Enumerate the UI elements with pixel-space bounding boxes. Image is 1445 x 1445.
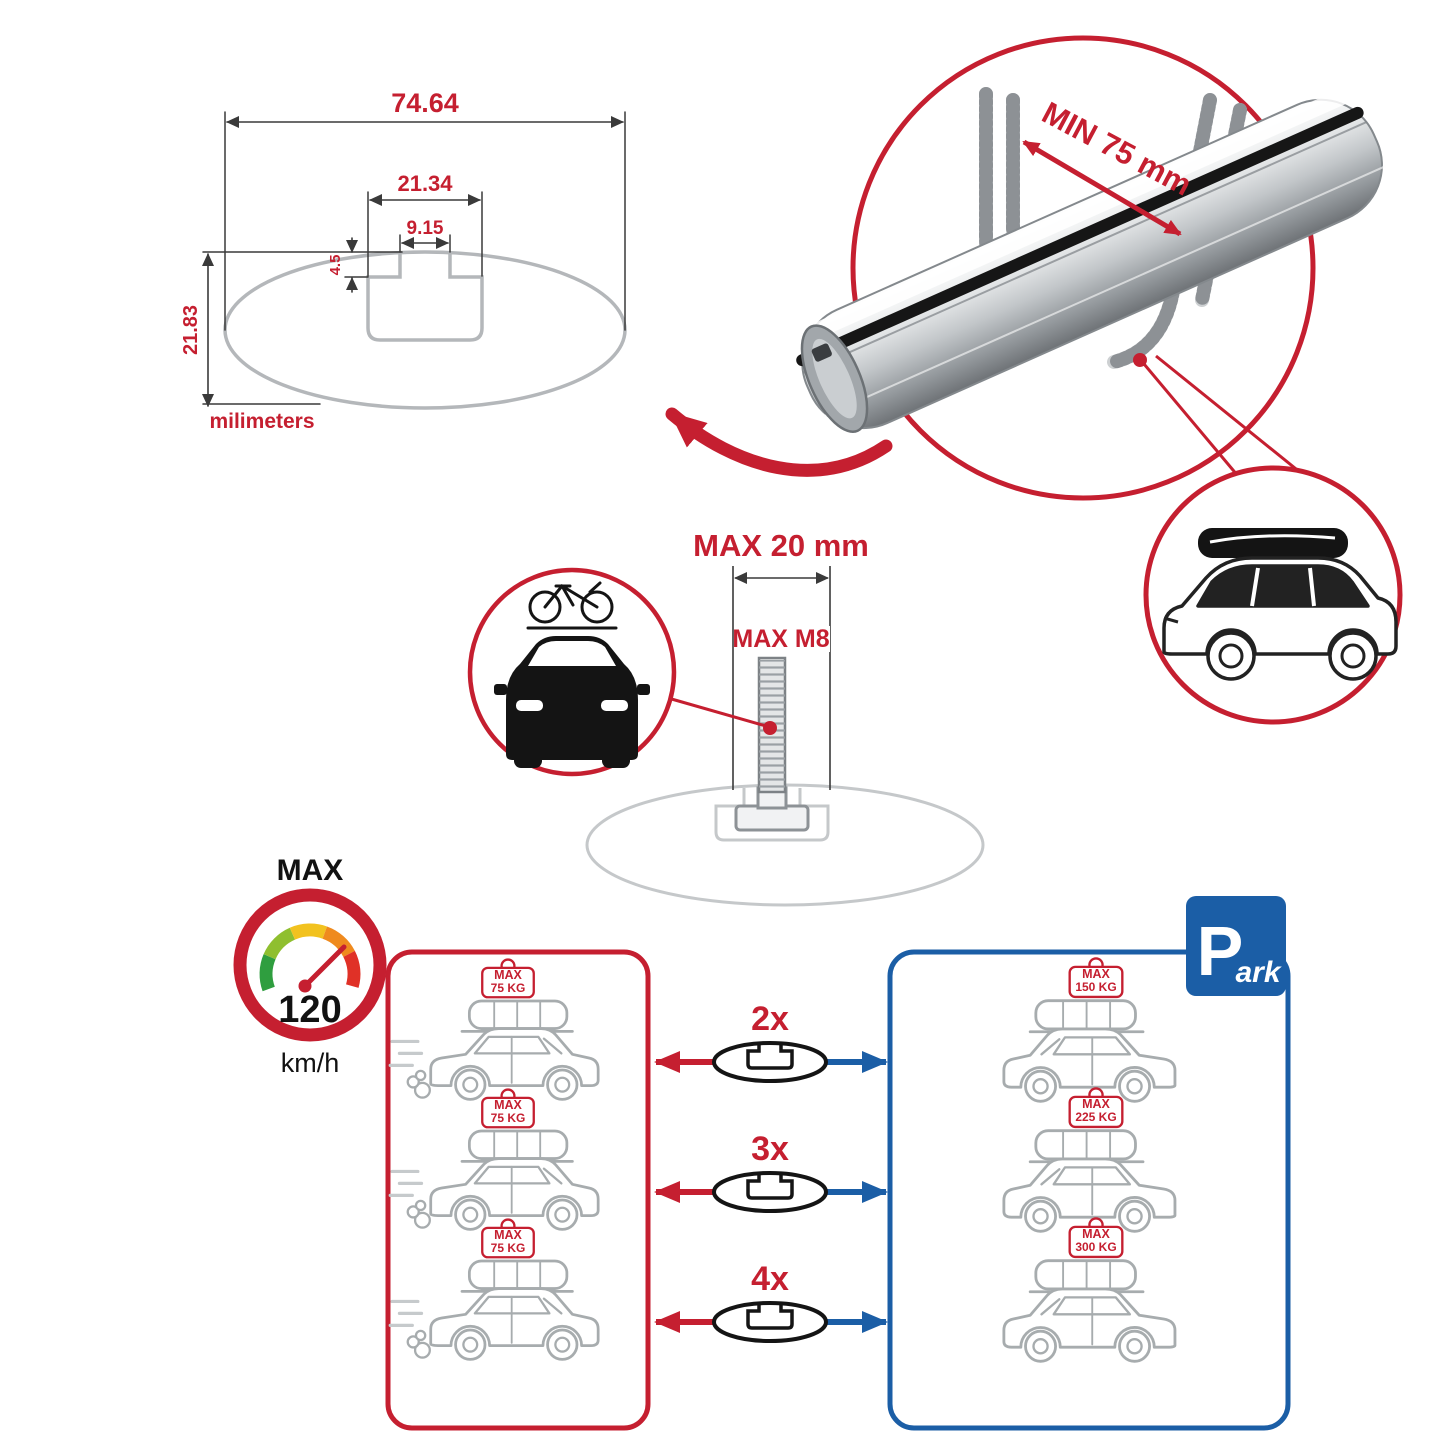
quantity-arrows: 2x 3x 4x — [654, 1000, 888, 1343]
tag-load: 150 KG — [1075, 980, 1116, 994]
bicycle-icon — [526, 581, 618, 630]
extension-lines — [202, 111, 626, 405]
tag-load: 75 KG — [491, 1111, 526, 1125]
bolt-detail-diagram: MAX 20 mm MAX M8 — [467, 528, 985, 907]
driving-car-row-2: MAX 75 KG — [388, 1088, 600, 1231]
bolt-point-dot — [763, 721, 777, 735]
parked-car-row-1: MAX 150 KG — [1002, 957, 1177, 1103]
tag-title: MAX — [494, 968, 522, 982]
tag-title: MAX — [1082, 1227, 1110, 1241]
dim-slot-outer-width: 21.34 — [397, 171, 453, 196]
multiplier-label: 3x — [751, 1130, 789, 1168]
park-sign: P ark — [1186, 896, 1286, 996]
quantity-row-2: 3x — [654, 1130, 888, 1213]
tag-title: MAX — [1082, 967, 1110, 981]
speedometer-ring — [233, 888, 387, 1042]
tag-load: 75 KG — [491, 981, 526, 995]
gauge-needle — [302, 944, 347, 989]
dim-slot-depth: 4.5 — [327, 255, 344, 276]
bolt-leader-line — [667, 696, 767, 728]
profile-ellipse — [223, 250, 627, 410]
suv-roofbox-badge — [1143, 465, 1403, 725]
parked-capacity-panel: MAX 150 KG MAX 225 KG MAX 300 KG — [887, 949, 1291, 1431]
speedometer-gauge-icon — [259, 923, 361, 992]
speed-unit: km/h — [281, 1048, 340, 1078]
speed-max-label: MAX — [277, 854, 344, 887]
clamp-point-dot — [1133, 353, 1147, 367]
driving-capacity-panel: MAX 75 KG MAX 75 KG MAX 75 KG — [385, 949, 651, 1431]
quantity-row-1: 2x — [654, 1000, 888, 1083]
parked-car-row-3: MAX 300 KG — [1002, 1217, 1177, 1363]
profile-t-slot — [366, 251, 484, 342]
bolt-profile-slot — [714, 788, 830, 842]
roof-box-icon — [1198, 528, 1348, 558]
tag-load: 225 KG — [1075, 1110, 1116, 1124]
quantity-row-3: 4x — [654, 1260, 888, 1343]
tag-load: 75 KG — [491, 1241, 526, 1255]
closeup-to-profile-arrow — [665, 407, 893, 477]
suv-car-icon — [1162, 556, 1398, 681]
dim-slot-inner-width: 9.15 — [407, 218, 444, 239]
multiplier-label: 2x — [751, 1000, 789, 1038]
dim-total-width: 74.64 — [391, 88, 459, 118]
speed-limit-badge: MAX 120 km/h — [233, 854, 387, 1078]
dim-unit-label: milimeters — [209, 410, 314, 433]
dim-total-height: 21.83 — [180, 305, 202, 355]
parked-car-row-2: MAX 225 KG — [1002, 1087, 1177, 1233]
driving-car-row-3: MAX 75 KG — [388, 1218, 600, 1361]
tag-load: 300 KG — [1075, 1240, 1116, 1254]
tag-title: MAX — [494, 1228, 522, 1242]
park-sign-letter: P — [1197, 912, 1244, 990]
gauge-pivot — [298, 979, 312, 993]
bolt-max-length-label: MAX 20 mm — [693, 528, 869, 563]
tag-title: MAX — [494, 1098, 522, 1112]
crossbar-closeup-badge: MIN 75 mm — [789, 35, 1387, 501]
speed-value: 120 — [278, 989, 341, 1031]
label-backplate — [734, 626, 830, 652]
car-front-icon — [494, 636, 650, 768]
bolt-dimension-lines — [732, 566, 831, 790]
multiplier-label: 4x — [751, 1260, 789, 1298]
park-sign-suffix: ark — [1235, 956, 1281, 989]
park-sign-plate — [1186, 896, 1286, 996]
driving-car-row-1: MAX 75 KG — [388, 958, 600, 1101]
tag-title: MAX — [1082, 1097, 1110, 1111]
bike-roof-mount-badge — [467, 567, 677, 777]
dimension-lines — [202, 116, 624, 407]
crossbar-profile-dimension-diagram: 74.64 21.34 9.15 4.5 21.83 milimeters — [180, 88, 627, 433]
closeup-to-suv-connectors — [1142, 354, 1307, 479]
bolt-max-thread-label: MAX M8 — [732, 625, 829, 653]
